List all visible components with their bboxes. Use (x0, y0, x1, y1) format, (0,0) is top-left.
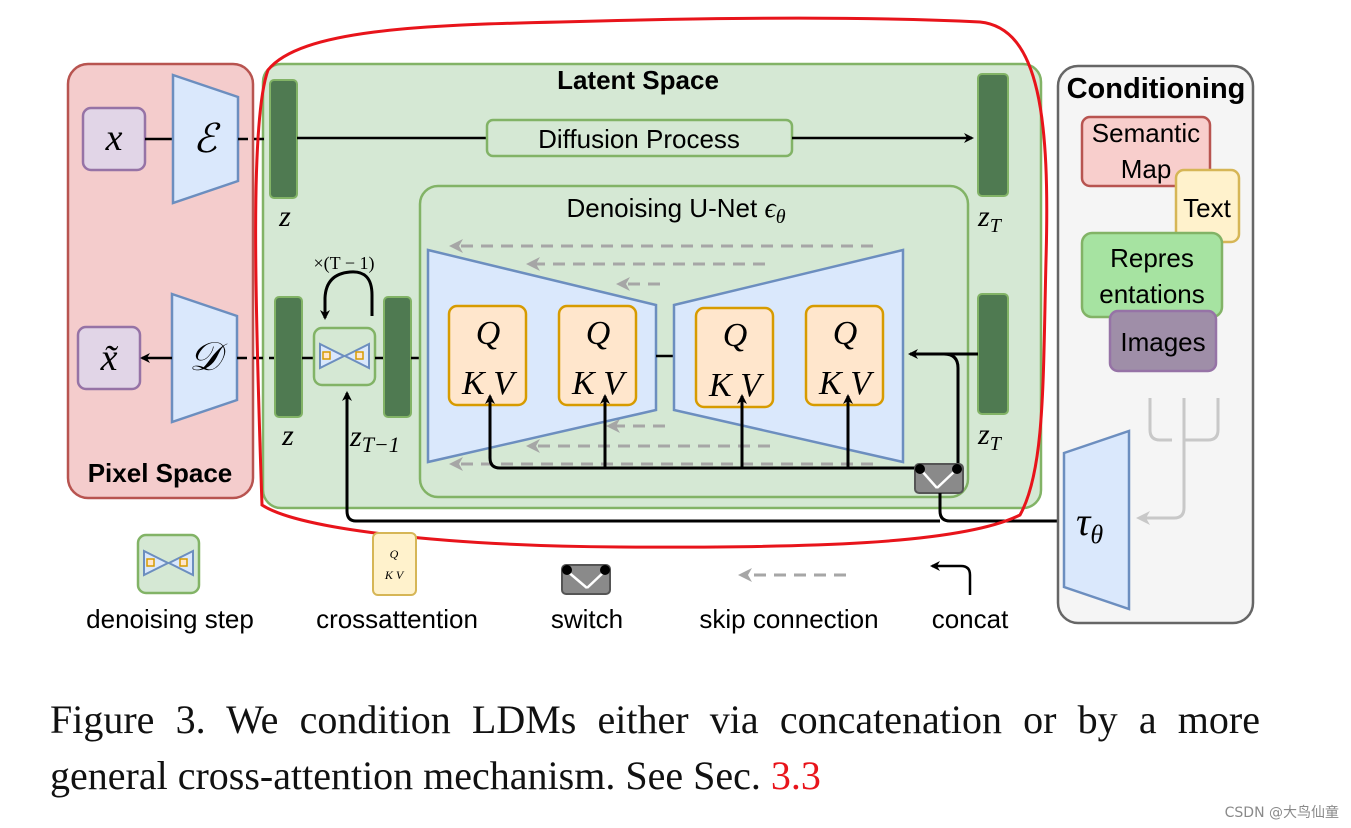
tau-encoder-trapezoid (1062, 429, 1131, 611)
representations-line1: Repres (1110, 243, 1194, 273)
latent-space-label: Latent Space (557, 65, 719, 95)
encoder-label: ℰ (193, 116, 221, 161)
zT-top-label: zT (977, 200, 1003, 237)
svg-text:K V: K V (708, 367, 765, 404)
latent-space-panel: Latent Space z Diffusion Process zT z (237, 62, 1063, 523)
zT1-latent-block (383, 296, 412, 418)
zT1-label: zT−1 (349, 420, 400, 457)
svg-text:Q: Q (586, 315, 611, 352)
decoder-trapezoid (170, 292, 239, 424)
legend-crossattention-icon: Q K V (372, 532, 417, 596)
images-box (1108, 309, 1218, 373)
encoder-trapezoid (171, 73, 240, 205)
tau-label: τθ (1076, 499, 1103, 549)
figure-caption: Figure 3. We condition LDMs either via c… (50, 692, 1260, 804)
conditioning-merge-arrow (1136, 398, 1220, 525)
legend-denoising-step-icon (136, 533, 201, 595)
legend-concat-label: concat (932, 604, 1009, 634)
qkv-block: Q K V (804, 304, 885, 407)
unet-decoder-trapezoid (672, 248, 905, 464)
section-reference-link[interactable]: 3.3 (770, 753, 821, 798)
legend-switch-icon (561, 564, 611, 595)
svg-text:K V: K V (571, 365, 628, 402)
z-latent-block-top (269, 79, 298, 199)
images-label: Images (1120, 327, 1205, 357)
qkv-block: Q K V (694, 306, 775, 409)
svg-text:Q: Q (723, 317, 748, 354)
zT-bottom-label: zT (977, 418, 1003, 455)
legend: denoising step Q K V crossattention swit… (86, 532, 1009, 634)
legend-skip-connection-label: skip connection (699, 604, 878, 634)
x-input-label: x (105, 117, 123, 159)
qkv-block: Q K V (557, 304, 638, 407)
repeat-label: ×(T − 1) (314, 253, 375, 274)
switch-icon (914, 463, 964, 494)
z-latent-block-bottom (274, 296, 303, 418)
denoising-step-icon (312, 326, 377, 387)
semantic-map-line1: Semantic (1092, 118, 1200, 148)
svg-text:Q: Q (476, 315, 501, 352)
pixel-space-panel: Pixel Space x ℰ x̃ 𝒟 (66, 62, 255, 500)
pixel-space-label: Pixel Space (88, 458, 233, 488)
legend-concat-icon (930, 561, 972, 595)
z-top-label: z (278, 200, 291, 233)
svg-text:Q: Q (833, 315, 858, 352)
unet-label: Denoising U-Net ϵθ (566, 193, 785, 228)
legend-switch-label: switch (551, 604, 623, 634)
cross-attention-arrows (485, 394, 920, 470)
qkv-block: Q K V (447, 304, 528, 407)
caption-text: Figure 3. We condition LDMs either via c… (50, 697, 1260, 798)
watermark: CSDN @大鸟仙童 (1224, 805, 1339, 821)
diffusion-process-label: Diffusion Process (538, 124, 740, 154)
svg-text:Q: Q (390, 547, 399, 561)
unet-encoder-trapezoid (426, 248, 658, 464)
legend-denoising-step-label: denoising step (86, 604, 254, 634)
z-bottom-label: z (281, 419, 294, 452)
red-highlight-outline (254, 16, 1049, 549)
text-box-label: Text (1183, 193, 1231, 223)
legend-crossattention-label: crossattention (316, 604, 478, 634)
semantic-map-box (1080, 115, 1212, 188)
svg-text:K V: K V (384, 568, 405, 582)
x-tilde-output-label: x̃ (100, 337, 120, 379)
semantic-map-line2: Map (1121, 154, 1172, 184)
zT-latent-block-top (977, 73, 1009, 197)
conditioning-panel: Conditioning Semantic Map Text Repres en… (1056, 64, 1255, 625)
representations-line2: entations (1099, 279, 1205, 309)
unet-skip-connections (449, 239, 873, 471)
conditioning-label: Conditioning (1067, 73, 1246, 105)
zT-latent-block-bottom (977, 293, 1009, 415)
